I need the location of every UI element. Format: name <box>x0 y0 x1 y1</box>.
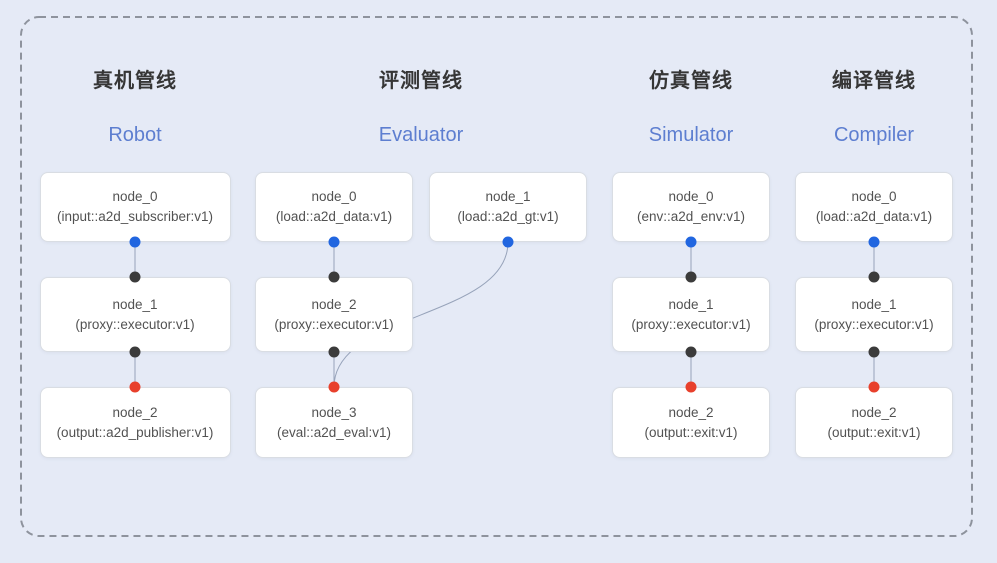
node-box-evaluator-node_3: node_3(eval::a2d_eval:v1) <box>255 387 413 458</box>
node-name-label: node_3 <box>311 404 357 420</box>
node-type-label: (load::a2d_data:v1) <box>815 209 933 224</box>
pipeline-title-simulator: 仿真管线 <box>649 70 733 92</box>
node-name-label: node_1 <box>668 296 714 312</box>
input-port-dot <box>868 381 880 393</box>
node-type-label: (output::exit:v1) <box>644 424 738 440</box>
node-box-evaluator-node_0: node_0(load::a2d_data:v1) <box>255 172 413 242</box>
node-type-label: (output::exit:v1) <box>827 424 921 440</box>
node-name-label: node_2 <box>112 404 158 420</box>
pipeline-subtitle-robot: Robot <box>108 124 162 146</box>
node-name-label: node_1 <box>112 296 158 312</box>
pipeline-subtitle-evaluator: Evaluator <box>378 124 464 146</box>
output-port-dot <box>868 236 880 248</box>
node-type-label: (eval::a2d_eval:v1) <box>276 424 392 440</box>
node-type-label: (output::a2d_publisher:v1) <box>56 424 214 440</box>
proxy-port-dot <box>129 271 141 283</box>
proxy-port-dot <box>328 346 340 358</box>
output-port-dot <box>129 236 141 248</box>
node-box-simulator-node_0: node_0(env::a2d_env:v1) <box>612 172 770 242</box>
node-box-robot-node_0: node_0(input::a2d_subscriber:v1) <box>39 172 231 242</box>
node-box-evaluator-node_1: node_1(load::a2d_gt:v1) <box>429 172 587 242</box>
node-name-label: node_2 <box>311 296 357 312</box>
node-name-label: node_0 <box>112 189 158 204</box>
proxy-port-dot <box>129 346 141 358</box>
node-box-robot-node_2: node_2(output::a2d_publisher:v1) <box>39 387 231 458</box>
node-box-compiler-node_2: node_2(output::exit:v1) <box>795 387 953 458</box>
node-name-label: node_0 <box>668 189 714 204</box>
pipeline-title-robot: 真机管线 <box>93 70 177 92</box>
pipeline-title-evaluator: 评测管线 <box>379 70 463 92</box>
output-port-dot <box>328 236 340 248</box>
proxy-port-dot <box>328 271 340 283</box>
proxy-port-dot <box>868 271 880 283</box>
node-type-label: (proxy::executor:v1) <box>631 316 751 332</box>
output-port-dot <box>685 236 697 248</box>
node-box-simulator-node_1: node_1(proxy::executor:v1) <box>612 277 770 352</box>
pipeline-subtitle-compiler: Compiler <box>833 124 915 146</box>
node-type-label: (proxy::executor:v1) <box>274 316 394 332</box>
node-name-label: node_1 <box>851 296 897 312</box>
proxy-port-dot <box>868 346 880 358</box>
node-box-evaluator-node_2: node_2(proxy::executor:v1) <box>255 277 413 352</box>
node-box-compiler-node_0: node_0(load::a2d_data:v1) <box>795 172 953 242</box>
dashed-frame <box>20 16 973 537</box>
input-port-dot <box>129 381 141 393</box>
proxy-port-dot <box>685 346 697 358</box>
node-type-label: (input::a2d_subscriber:v1) <box>56 209 214 224</box>
node-type-label: (load::a2d_data:v1) <box>275 209 393 224</box>
node-type-label: (proxy::executor:v1) <box>75 316 195 332</box>
pipeline-title-compiler: 编译管线 <box>832 70 916 92</box>
node-type-label: (env::a2d_env:v1) <box>636 209 746 224</box>
node-type-label: (proxy::executor:v1) <box>814 316 934 332</box>
input-port-dot <box>328 381 340 393</box>
node-name-label: node_0 <box>851 189 897 204</box>
connector-curve <box>333 241 509 388</box>
node-box-simulator-node_2: node_2(output::exit:v1) <box>612 387 770 458</box>
pipeline-subtitle-simulator: Simulator <box>648 124 734 146</box>
input-port-dot <box>685 381 697 393</box>
output-port-dot <box>502 236 514 248</box>
node-box-compiler-node_1: node_1(proxy::executor:v1) <box>795 277 953 352</box>
node-name-label: node_2 <box>668 404 714 420</box>
node-name-label: node_2 <box>851 404 897 420</box>
proxy-port-dot <box>685 271 697 283</box>
node-type-label: (load::a2d_gt:v1) <box>457 209 559 224</box>
node-name-label: node_1 <box>485 189 531 204</box>
node-name-label: node_0 <box>311 189 357 204</box>
node-box-robot-node_1: node_1(proxy::executor:v1) <box>39 277 231 352</box>
